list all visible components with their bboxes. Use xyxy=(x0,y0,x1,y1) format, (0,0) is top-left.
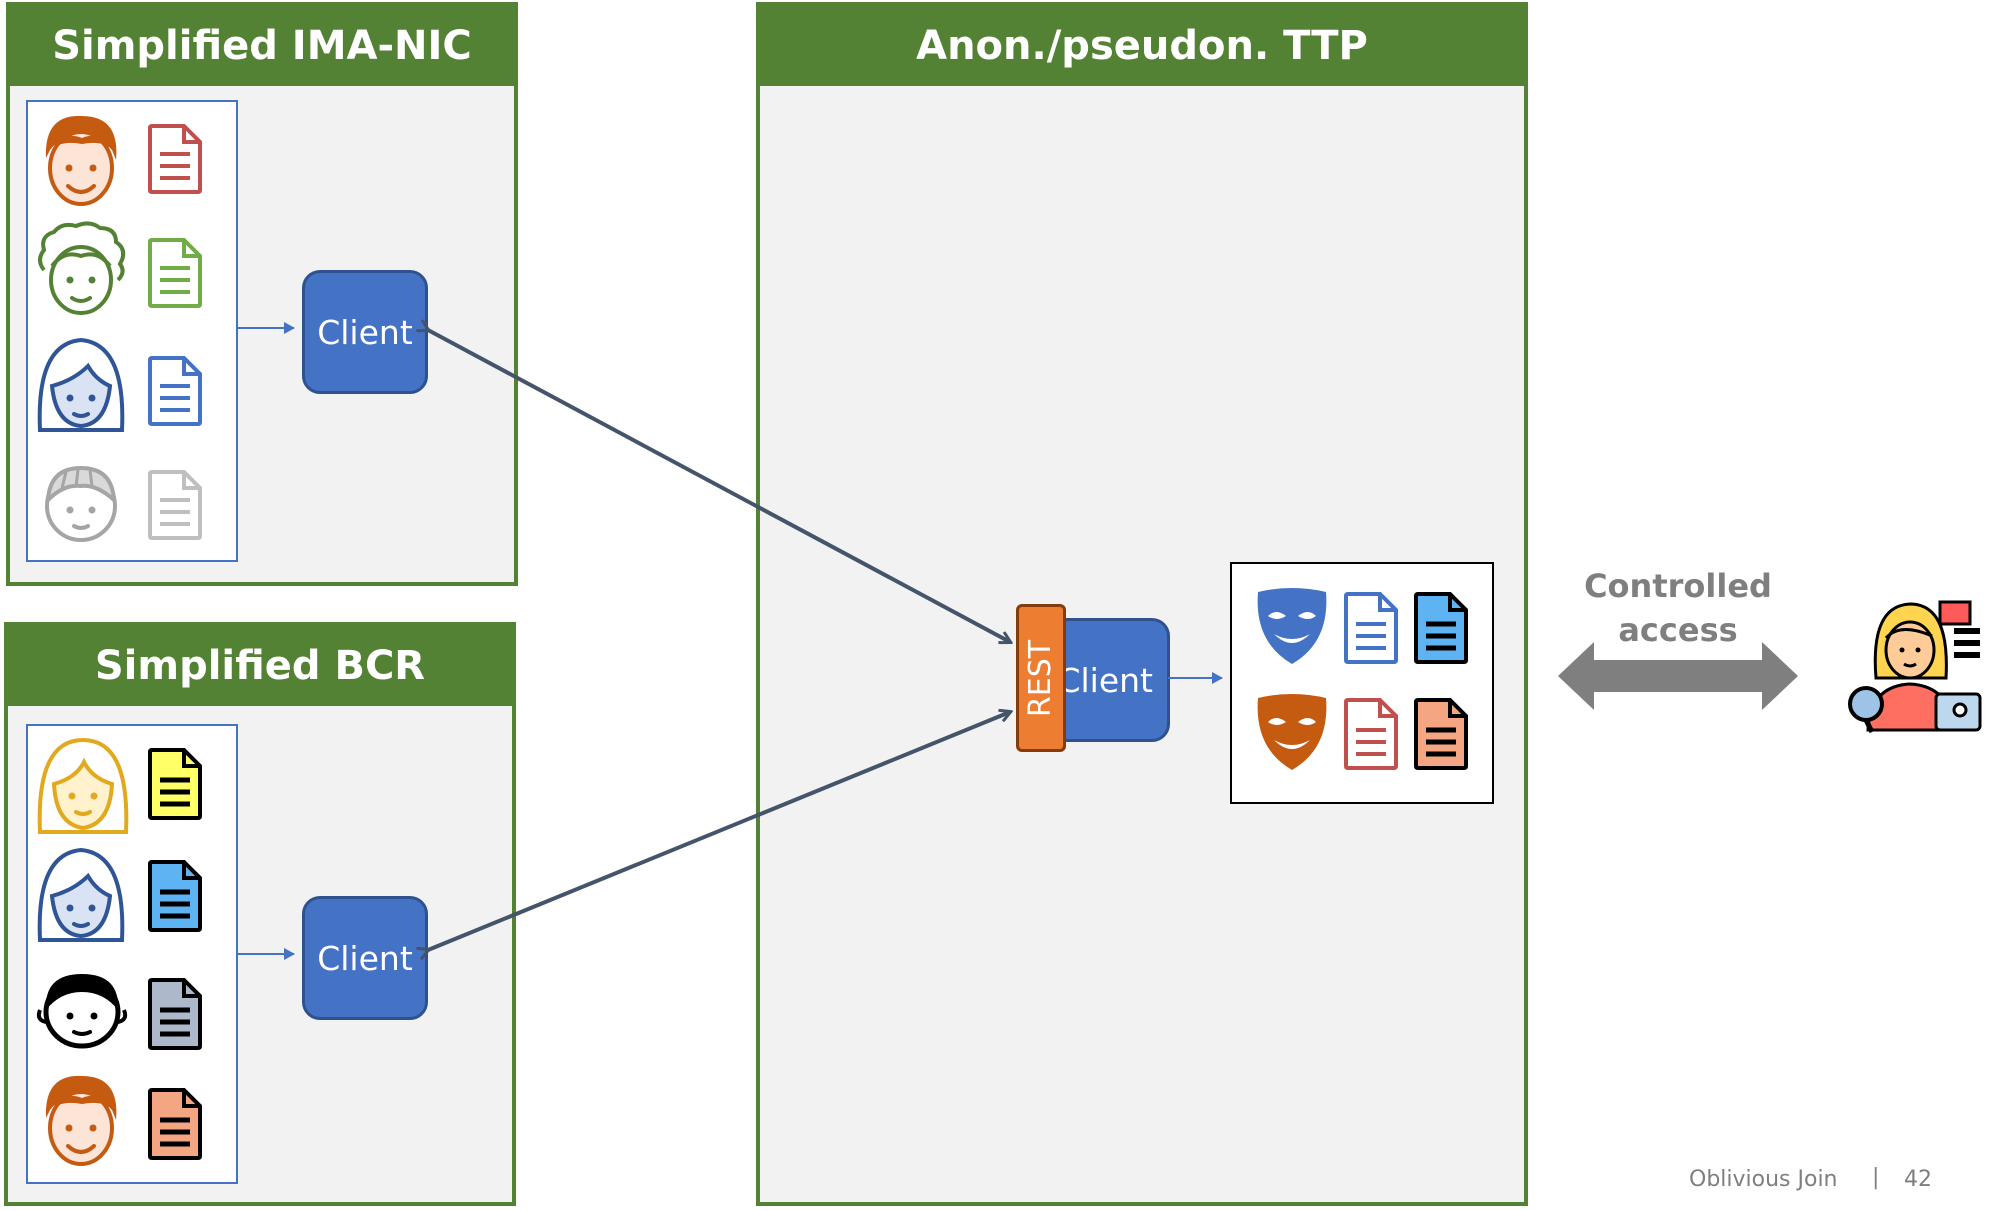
ttp-data-store xyxy=(1230,562,1494,804)
bcr-roster xyxy=(26,724,238,1184)
bcr-client: Client xyxy=(302,896,428,1020)
ima-nic-panel: Simplified IMA-NIC xyxy=(6,2,518,586)
black-hair-person-icon xyxy=(36,974,128,1049)
ima-nic-to-rest-arrow xyxy=(428,330,1010,642)
dark-grey-document-icon xyxy=(148,978,202,1050)
page-number: 42 xyxy=(1904,1167,1932,1192)
grey-hair-person-icon xyxy=(45,465,117,542)
blue-mask-icon xyxy=(1257,588,1327,664)
light-blue-document-icon xyxy=(148,860,202,932)
ima-nic-roster xyxy=(26,100,238,562)
bob-hair-person-icon xyxy=(37,337,125,432)
red-hair-person-icon xyxy=(45,1075,117,1166)
bcr-to-rest-arrow xyxy=(428,712,1010,950)
controlled-access-line2: access xyxy=(1618,611,1738,649)
controlled-access-arrow xyxy=(1558,642,1798,710)
controlled-access-line1: Controlled xyxy=(1584,567,1772,605)
footer-separator: | xyxy=(1872,1165,1880,1190)
ttp-title: Anon./pseudon. TTP xyxy=(760,6,1524,86)
orange-mask-icon xyxy=(1257,694,1327,770)
ttp-panel: Anon./pseudon. TTP Client REST xyxy=(756,2,1528,1206)
ima-nic-client: Client xyxy=(302,270,428,394)
blonde-person-icon xyxy=(37,737,129,834)
blue-document-icon xyxy=(1344,592,1398,664)
controlled-access-caption: Controlled access xyxy=(1558,564,1798,652)
red-hair-person-icon xyxy=(45,115,117,206)
grey-document-icon xyxy=(148,470,202,540)
light-blue-document-icon xyxy=(1414,592,1468,664)
orange-document-icon xyxy=(1414,698,1468,770)
researcher-icon xyxy=(1848,600,1982,734)
rest-endpoint: REST xyxy=(1016,604,1066,752)
ima-nic-title: Simplified IMA-NIC xyxy=(10,6,514,86)
yellow-document-icon xyxy=(148,748,202,820)
curly-hair-person-icon xyxy=(38,221,126,315)
blue-document-icon xyxy=(148,356,202,426)
red-document-icon xyxy=(1344,698,1398,770)
orange-document-icon xyxy=(148,1088,202,1160)
bob-hair-person-icon xyxy=(37,847,125,942)
footer-title: Oblivious Join xyxy=(1689,1167,1838,1192)
green-document-icon xyxy=(148,238,202,308)
red-document-icon xyxy=(148,124,202,194)
